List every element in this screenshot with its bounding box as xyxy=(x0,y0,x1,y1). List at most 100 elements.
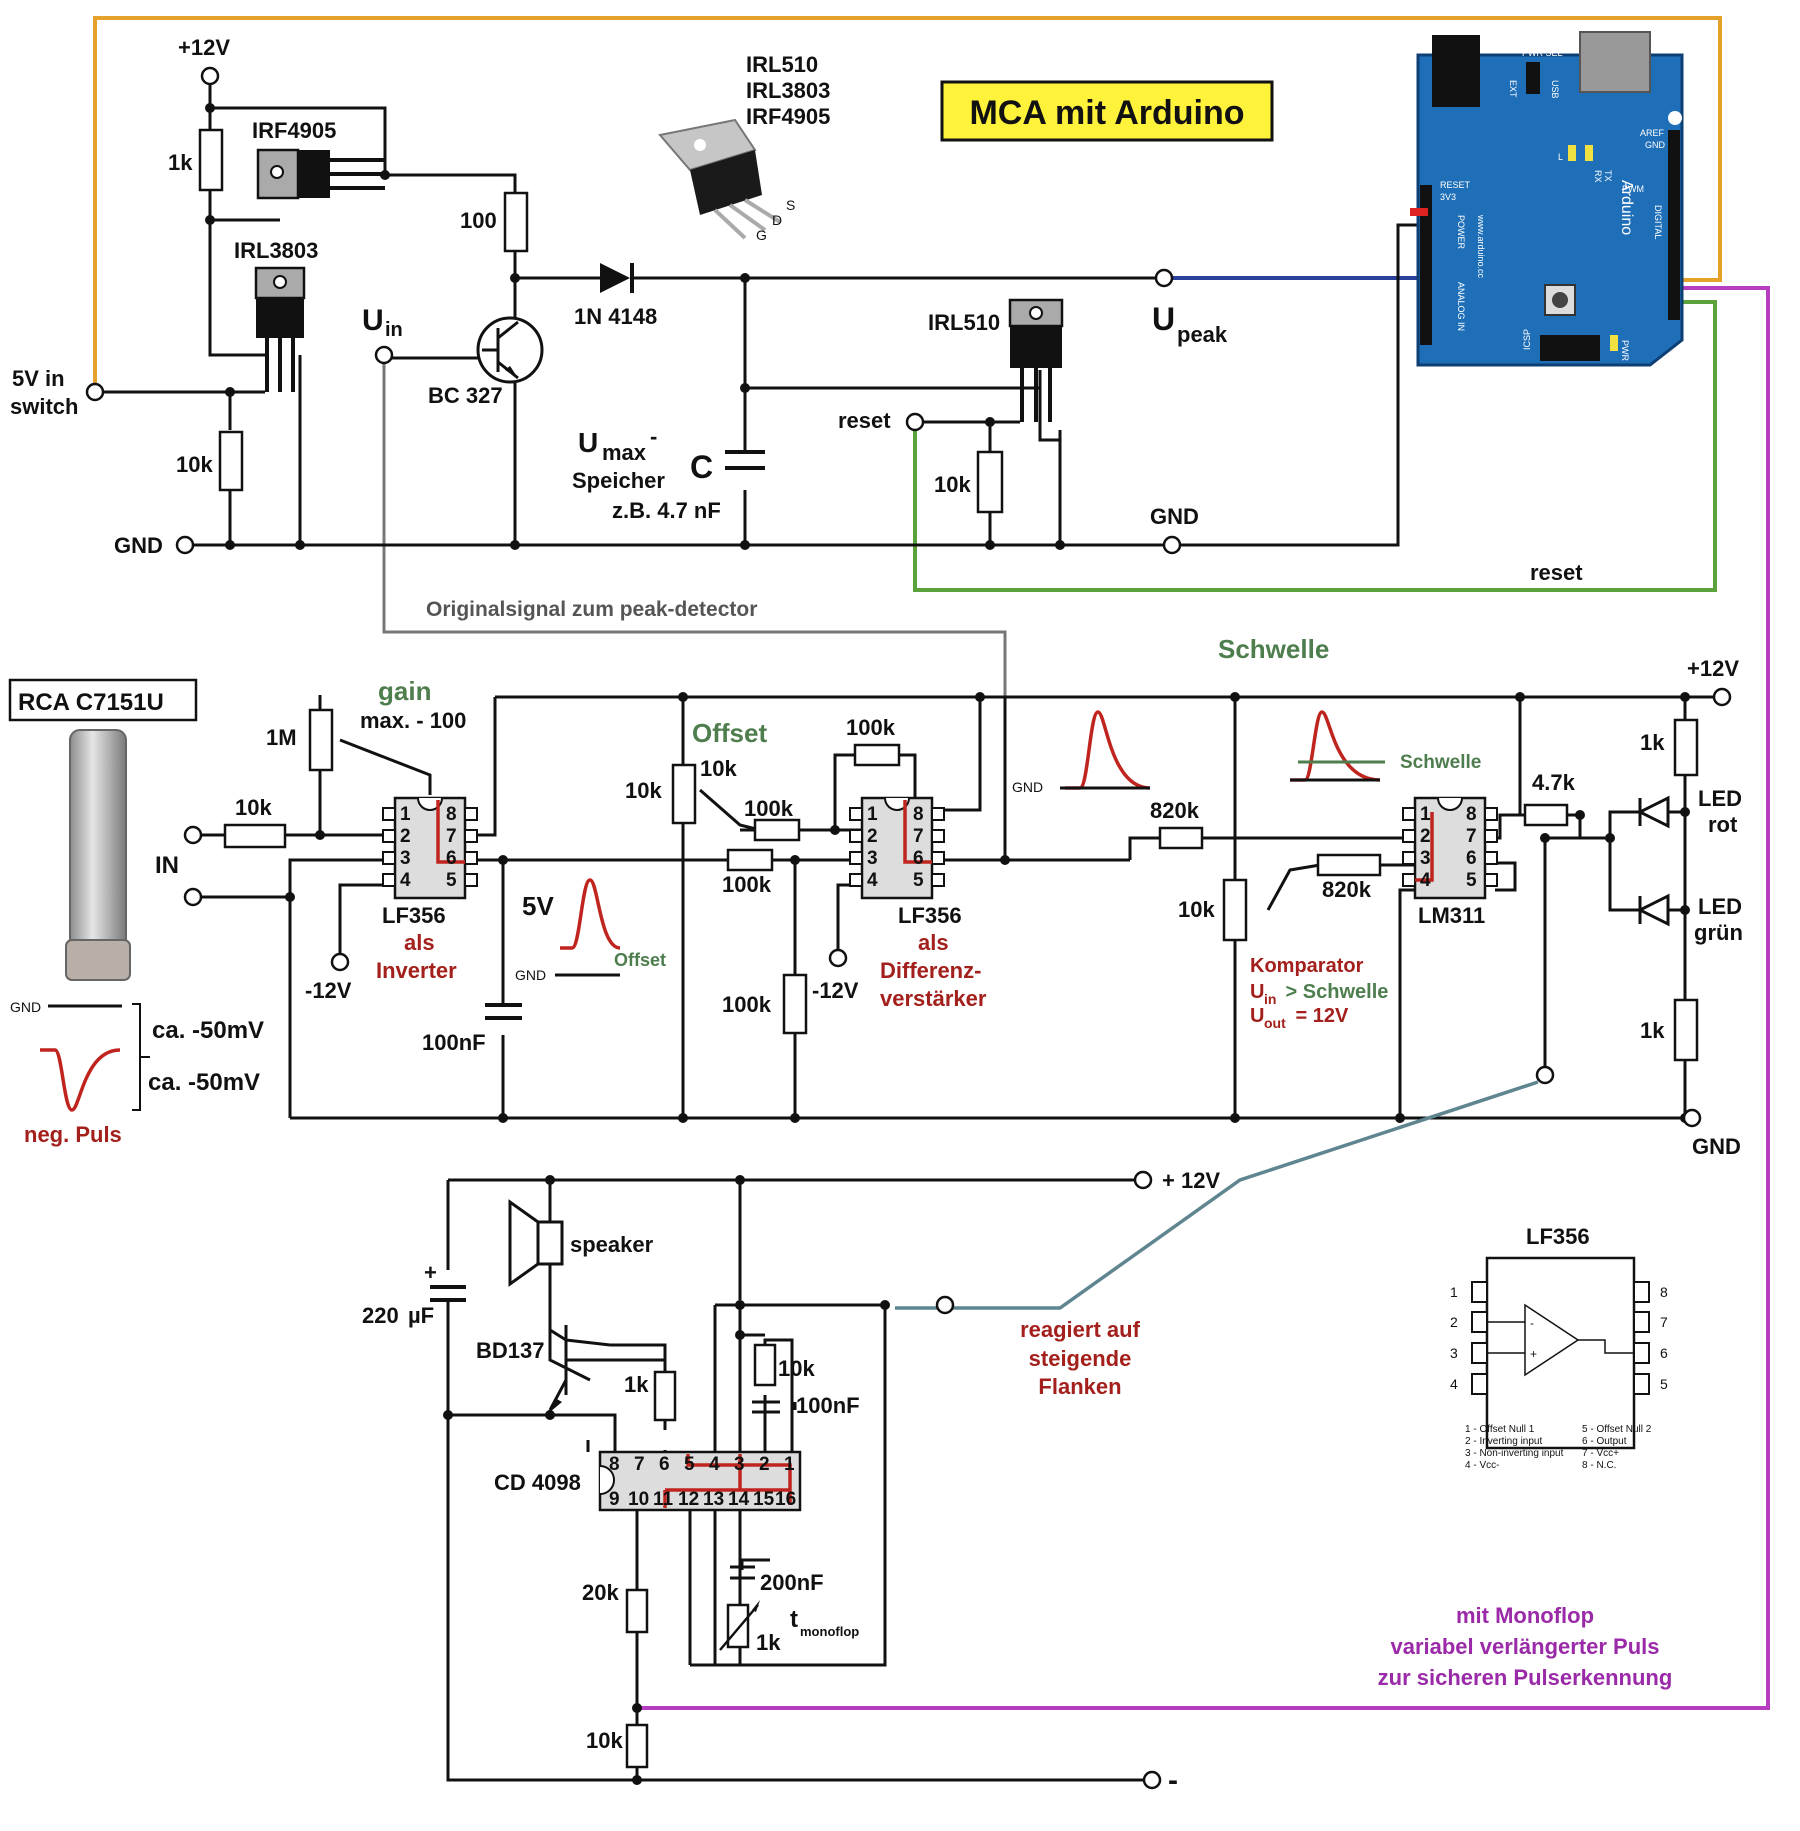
t-mono-label: t xyxy=(790,1606,798,1633)
purple-wire xyxy=(640,286,1770,1710)
komp2-u: U xyxy=(1250,981,1264,1003)
c200n-label: 200nF xyxy=(760,1570,824,1595)
r1k-top-label: 1k xyxy=(168,150,193,175)
arduino-board[interactable]: Arduino PWR SEL USB EXT AREF GND RESET 3… xyxy=(1410,31,1684,367)
arduino-power: POWER xyxy=(1456,215,1466,250)
green-reset-wire xyxy=(913,300,1717,592)
resistor-100k-d xyxy=(782,973,808,1035)
fet-list-2: IRF4905 xyxy=(746,104,830,129)
zb-label: z.B. 4.7 nF xyxy=(612,498,721,523)
led-gruen xyxy=(1636,893,1670,927)
pinout-right-8: 8 xyxy=(1660,1284,1668,1300)
v5-label: 5V xyxy=(522,891,554,921)
gnd-small-label: GND xyxy=(515,967,546,983)
inverter-label: Inverter xyxy=(376,958,457,983)
icc-pin-8: 8 xyxy=(1466,804,1477,825)
cd4098-pin-labels: 8 7 6 5 4 3 2 1 9 10 11 12 13 14 15 16 xyxy=(609,1454,796,1510)
ica-pin-1: 1 xyxy=(400,804,411,825)
schwelle-title: Schwelle xyxy=(1218,634,1329,664)
r10k-bottom-label: 10k xyxy=(586,1728,623,1753)
pinout-right-7: 7 xyxy=(1660,1314,1668,1330)
to220-picture xyxy=(658,118,782,240)
resistor-1k-led-b xyxy=(1673,998,1699,1062)
als-b-label: als xyxy=(918,930,949,955)
pinout-legend-r3: 7 - Vcc+ xyxy=(1582,1448,1619,1459)
mono2-label: variabel verlängerter Puls xyxy=(1390,1634,1659,1659)
pot-10k-offset xyxy=(671,763,697,825)
resistor-10k-top xyxy=(218,430,244,492)
cd4098-label: CD 4098 xyxy=(494,1470,581,1495)
pmt-tube xyxy=(65,729,131,981)
mid-gnd-label: GND xyxy=(1692,1134,1741,1159)
cd-bot-pin-13: 13 xyxy=(703,1489,724,1510)
t-mono-sub: monoflop xyxy=(800,1624,859,1639)
pinout-legend-r4: 8 - N.C. xyxy=(1582,1460,1616,1471)
capacitor-100nf xyxy=(485,1003,522,1020)
capacitor-c xyxy=(725,450,765,470)
neg-puls-label: neg. Puls xyxy=(24,1122,122,1147)
ica-pin-8: 8 xyxy=(446,804,457,825)
r20k-label: 20k xyxy=(582,1580,619,1605)
c220-label: 220 xyxy=(362,1303,399,1328)
ca1-label: ca. -50mV xyxy=(152,1017,264,1044)
icc-pin-7: 7 xyxy=(1466,826,1477,847)
cd-bot-pin-14: 14 xyxy=(728,1489,750,1510)
top-gnd-rail xyxy=(185,223,1425,547)
pulse-negative xyxy=(40,1048,121,1112)
resistor-100k-a xyxy=(753,818,801,842)
bc327-transistor xyxy=(476,316,544,384)
led-rot1-label: LED xyxy=(1698,786,1742,811)
r100k-d-label: 100k xyxy=(722,992,772,1017)
pinout-legend-r2: 6 - Output xyxy=(1582,1436,1627,1447)
pinout-plus: + xyxy=(1530,1347,1537,1361)
in5v-label: 5V in xyxy=(12,366,65,391)
top-terminals[interactable] xyxy=(85,66,1182,555)
uin-sub: in xyxy=(385,319,403,341)
arduino-name: Arduino xyxy=(1618,180,1635,235)
fet-list-0: IRL510 xyxy=(746,52,818,77)
gnd-pulse-label: GND xyxy=(1012,779,1043,795)
bc327-label: BC 327 xyxy=(428,383,503,408)
led-gr1-label: LED xyxy=(1698,894,1742,919)
steel-wire xyxy=(895,1080,1539,1310)
cd-bot-pin-12: 12 xyxy=(678,1489,699,1510)
r10k-mono-label: 10k xyxy=(778,1356,815,1381)
r820k-a-label: 820k xyxy=(1150,798,1200,823)
irl3803-transistor xyxy=(254,266,306,392)
r100-label: 100 xyxy=(460,208,497,233)
pin-d: D xyxy=(772,212,782,228)
pinout-legend-l2: 2 - Inverting input xyxy=(1465,1436,1542,1447)
komp2-rest: > Schwelle xyxy=(1280,981,1388,1003)
resistor-10k-bottom xyxy=(625,1723,649,1769)
r10k-in-label: 10k xyxy=(235,795,272,820)
arduino-icsp: ICSP xyxy=(1522,329,1532,350)
cd-top-pin-1: 1 xyxy=(784,1454,795,1475)
irl3803-label: IRL3803 xyxy=(234,238,318,263)
icc-pin-3: 3 xyxy=(1420,848,1431,869)
r1k-a-label: 1k xyxy=(1640,730,1665,755)
cd-top-pin-2: 2 xyxy=(759,1454,770,1475)
arduino-l: L xyxy=(1558,152,1563,162)
resistor-100k-c xyxy=(853,743,901,767)
gain-label: gain xyxy=(378,676,431,706)
pulse-gnd-label: GND xyxy=(10,999,41,1015)
bottom-terminals[interactable] xyxy=(935,1170,1162,1790)
pulse-offset-out xyxy=(1065,710,1151,790)
capacitor-200nf xyxy=(730,1560,755,1580)
komp2-sub: in xyxy=(1264,991,1276,1007)
resistor-10k-mono xyxy=(753,1343,777,1387)
cd-top-pin-5: 5 xyxy=(684,1454,695,1475)
arduino-ext: EXT xyxy=(1508,80,1518,98)
als-a-label: als xyxy=(404,930,435,955)
upeak-label: U xyxy=(1152,301,1175,337)
resistor-820k-a xyxy=(1158,826,1204,850)
mid-terminals[interactable] xyxy=(183,687,1732,1128)
irl510-label: IRL510 xyxy=(928,310,1000,335)
r10k-reset-label: 10k xyxy=(934,472,971,497)
pin-g: G xyxy=(756,227,767,243)
resistor-1k-bd xyxy=(653,1370,677,1422)
rca-label: RCA C7151U xyxy=(18,689,164,716)
r820k-b-label: 820k xyxy=(1322,877,1372,902)
icc-pin-2: 2 xyxy=(1420,826,1431,847)
